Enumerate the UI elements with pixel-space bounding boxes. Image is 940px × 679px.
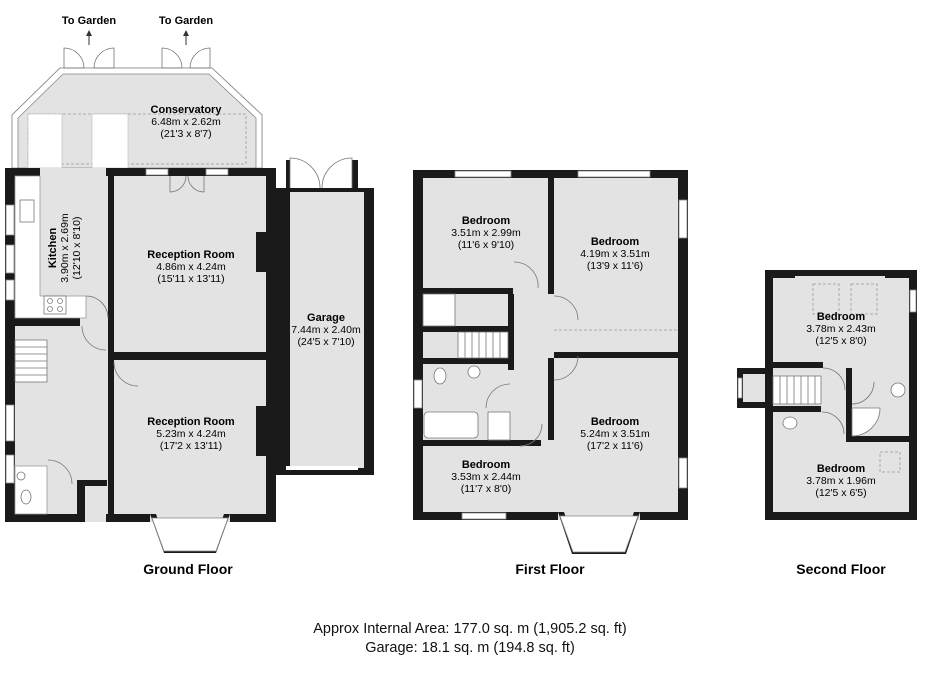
first-floor-plan [413,170,688,554]
room-imperial-reception-1: (15'11 x 13'11) [157,273,224,285]
room-name-sf-bedroom-1: Bedroom [817,311,866,323]
ground-floor-plan [5,30,374,553]
room-metric-ff-bedroom-4: 3.53m x 2.44m [451,471,521,483]
room-imperial-conservatory: (21'3 x 8'7) [160,128,211,140]
room-imperial-reception-2: (17'2 x 13'11) [160,440,222,452]
floor-label-first: First Floor [515,561,585,577]
room-name-ff-bedroom-4: Bedroom [462,459,511,471]
room-metric-reception-1: 4.86m x 4.24m [156,261,226,273]
room-metric-sf-bedroom-2: 3.78m x 1.96m [806,475,876,487]
room-metric-reception-2: 5.23m x 4.24m [156,428,226,440]
garden-label-1: To Garden [62,15,116,27]
internal-area-text: Approx Internal Area: 177.0 sq. m (1,905… [313,621,627,637]
room-imperial-kitchen: (12'10 x 8'10) [71,217,83,280]
room-name-garage: Garage [307,312,345,324]
room-metric-ff-bedroom-3: 5.24m x 3.51m [580,428,650,440]
room-imperial-ff-bedroom-4: (11'7 x 8'0) [461,483,512,495]
ground-floor-walls [5,168,276,553]
area-summary: Approx Internal Area: 177.0 sq. m (1,905… [0,620,940,658]
room-imperial-sf-bedroom-1: (12'5 x 8'0) [815,335,866,347]
labels: To Garden To Garden Conservatory 6.48m x… [47,15,886,577]
room-metric-sf-bedroom-1: 3.78m x 2.43m [806,323,876,335]
room-name-kitchen: Kitchen [47,228,59,269]
room-metric-kitchen: 3.90m x 2.69m [59,213,71,283]
room-imperial-sf-bedroom-2: (12'5 x 6'5) [815,487,866,499]
room-metric-conservatory: 6.48m x 2.62m [151,116,221,128]
room-name-reception-1: Reception Room [147,249,235,261]
garage [276,157,374,475]
room-imperial-ff-bedroom-2: (13'9 x 11'6) [587,260,643,272]
room-imperial-garage: (24'5 x 7'10) [297,336,354,348]
room-name-sf-bedroom-2: Bedroom [817,463,866,475]
floor-label-second: Second Floor [796,561,886,577]
room-name-conservatory: Conservatory [151,104,223,116]
room-name-reception-2: Reception Room [147,416,235,428]
room-name-ff-bedroom-3: Bedroom [591,416,640,428]
room-metric-ff-bedroom-1: 3.51m x 2.99m [451,227,521,239]
garage-area-text: Garage: 18.1 sq. m (194.8 sq. ft) [365,640,575,656]
room-metric-garage: 7.44m x 2.40m [291,324,361,336]
room-name-ff-bedroom-2: Bedroom [591,236,640,248]
room-imperial-ff-bedroom-1: (11'6 x 9'10) [458,239,514,251]
floor-label-ground: Ground Floor [143,561,233,577]
room-imperial-ff-bedroom-3: (17'2 x 11'6) [587,440,643,452]
room-name-ff-bedroom-1: Bedroom [462,215,511,227]
second-floor-plan [737,270,917,520]
conservatory [11,30,263,169]
garden-label-2: To Garden [159,15,213,27]
room-metric-ff-bedroom-2: 4.19m x 3.51m [580,248,650,260]
